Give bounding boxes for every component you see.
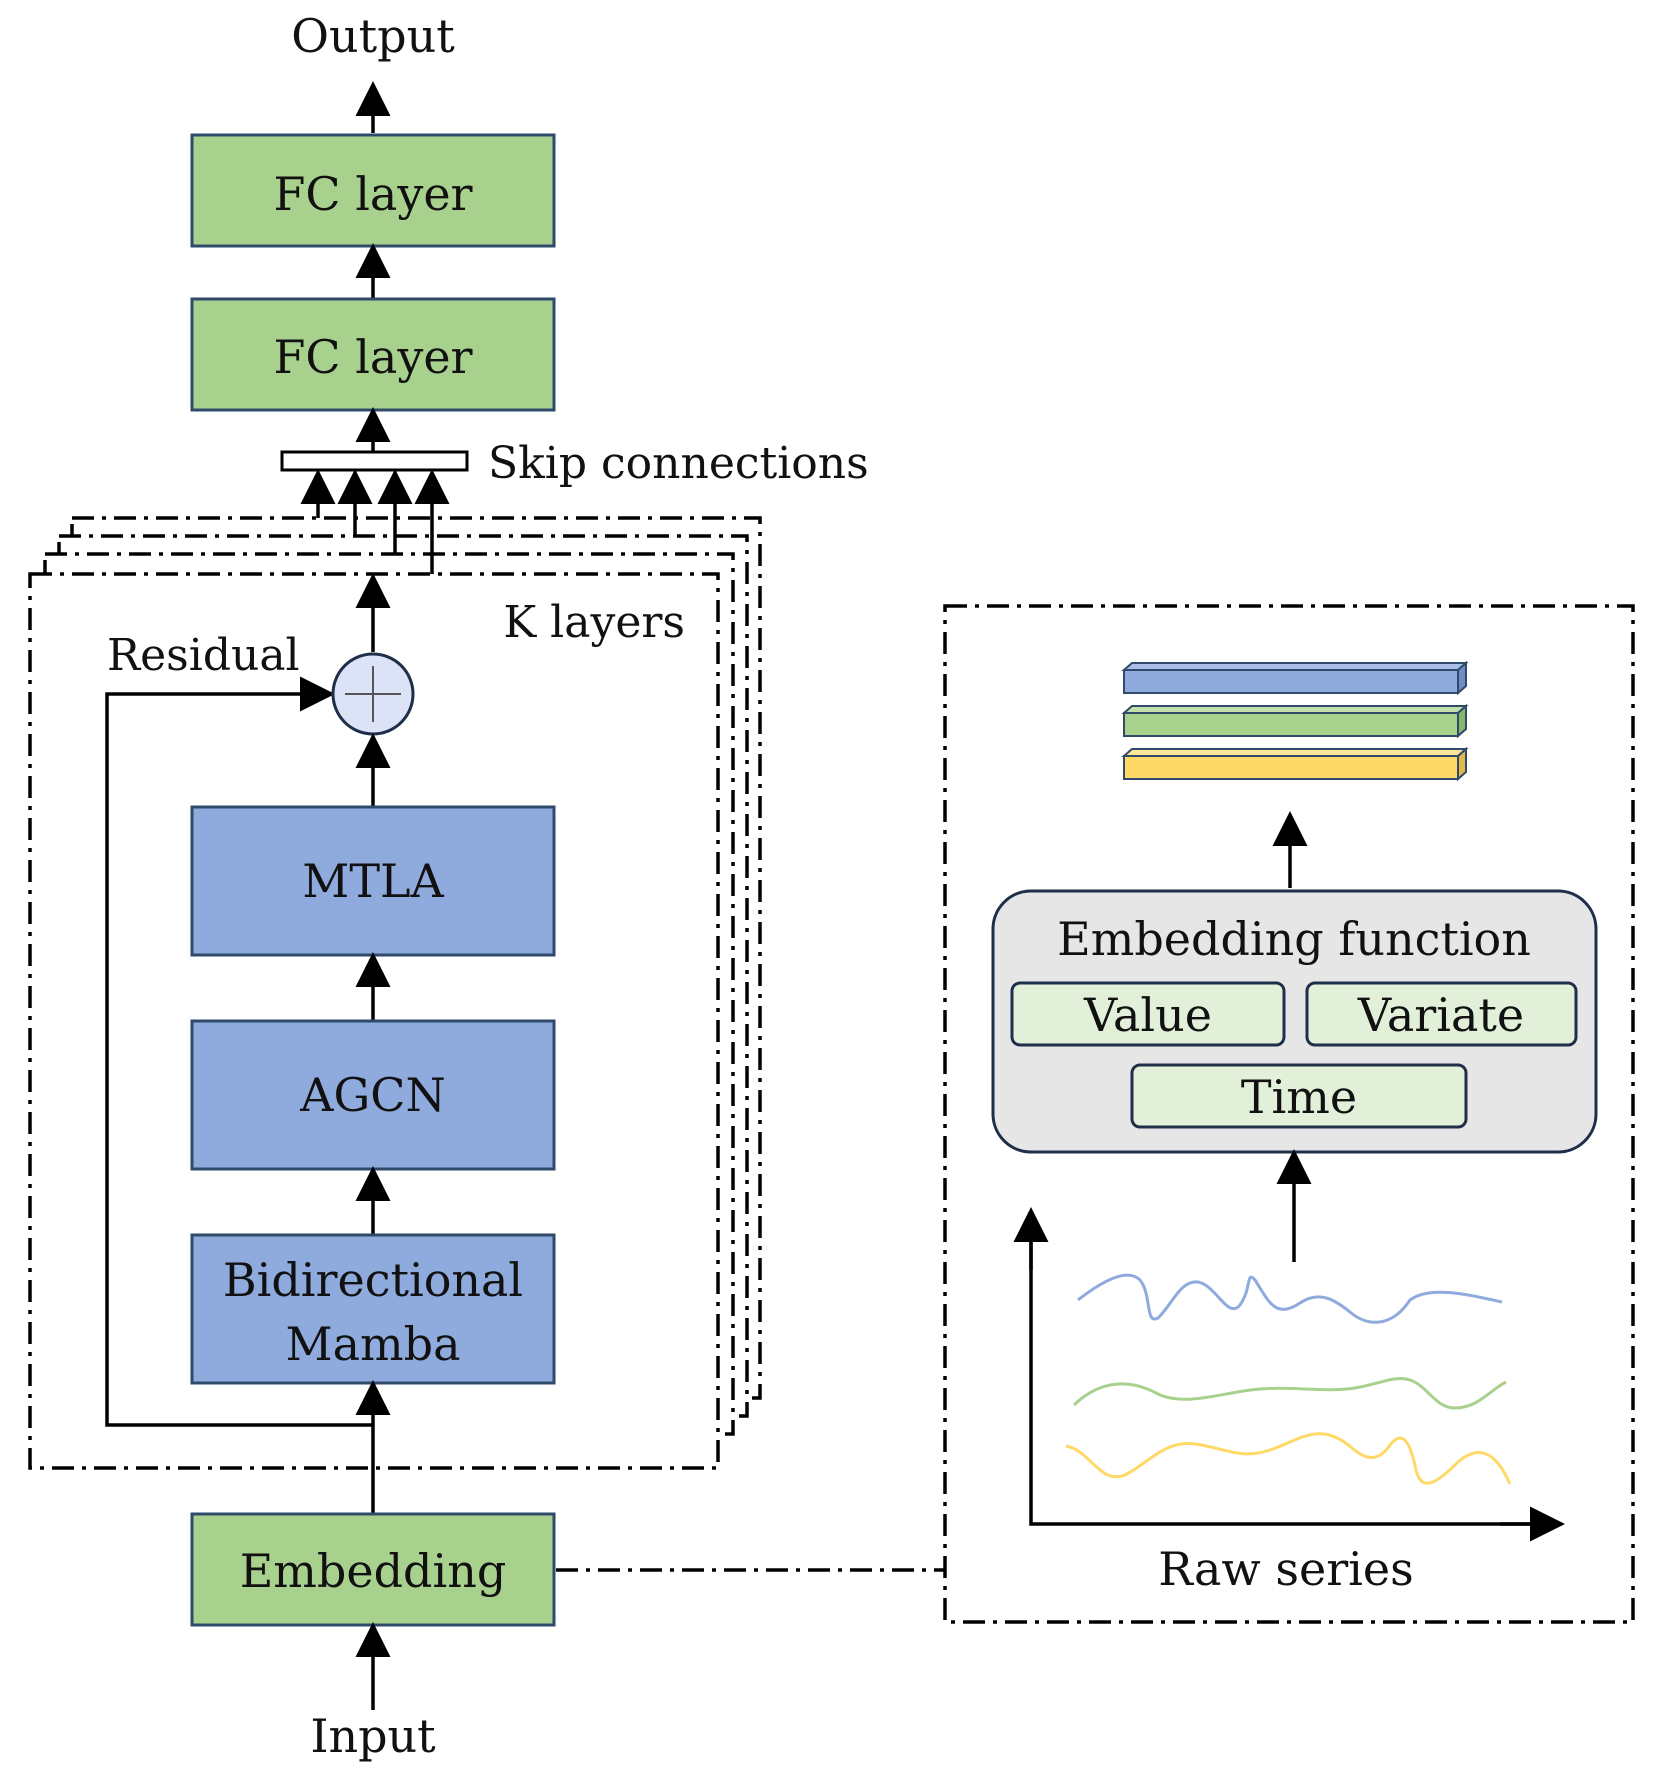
raw-series-line-yellow: [1065, 1432, 1512, 1485]
fc-layer-top-label: FC layer: [273, 167, 472, 221]
mtla-label: MTLA: [302, 854, 444, 908]
mtla-block: [190, 805, 556, 957]
residual-label: Residual: [107, 630, 300, 681]
embedding-function-title: Embedding function: [1057, 912, 1531, 966]
variate-box: [1305, 981, 1578, 1047]
embedding-detail-panel: [943, 604, 1635, 1624]
time-box: [1130, 1063, 1468, 1129]
residual-path: [105, 676, 373, 1427]
fc-layer-bottom: [190, 297, 556, 412]
agcn-label: AGCN: [299, 1068, 445, 1122]
agcn-block: [190, 1019, 556, 1171]
bidirectional-mamba-block: [190, 1233, 556, 1385]
mamba-label-line2: Mamba: [285, 1317, 460, 1371]
input-label: Input: [310, 1709, 436, 1763]
raw-series-line-blue: [1077, 1273, 1503, 1324]
raw-series-axes: [1029, 1212, 1562, 1526]
value-label: Value: [1083, 988, 1212, 1042]
raw-series-label: Raw series: [1158, 1542, 1413, 1596]
fc-layer-bottom-label: FC layer: [273, 330, 472, 384]
skip-connections-bar: [280, 450, 469, 472]
value-box: [1010, 981, 1286, 1047]
token-bar-green: [1121, 703, 1469, 739]
output-label: Output: [291, 9, 455, 63]
embedding-label: Embedding: [240, 1544, 507, 1598]
mamba-label-line1: Bidirectional: [223, 1253, 523, 1307]
variate-label: Variate: [1357, 988, 1524, 1042]
k-layers-label: K layers: [503, 597, 685, 648]
embedding-block: [190, 1512, 556, 1627]
raw-series-line-green: [1072, 1377, 1507, 1410]
token-bar-blue: [1121, 660, 1469, 696]
token-bar-yellow: [1121, 746, 1469, 782]
skip-connections-label: Skip connections: [488, 438, 869, 489]
time-label: Time: [1241, 1070, 1357, 1124]
